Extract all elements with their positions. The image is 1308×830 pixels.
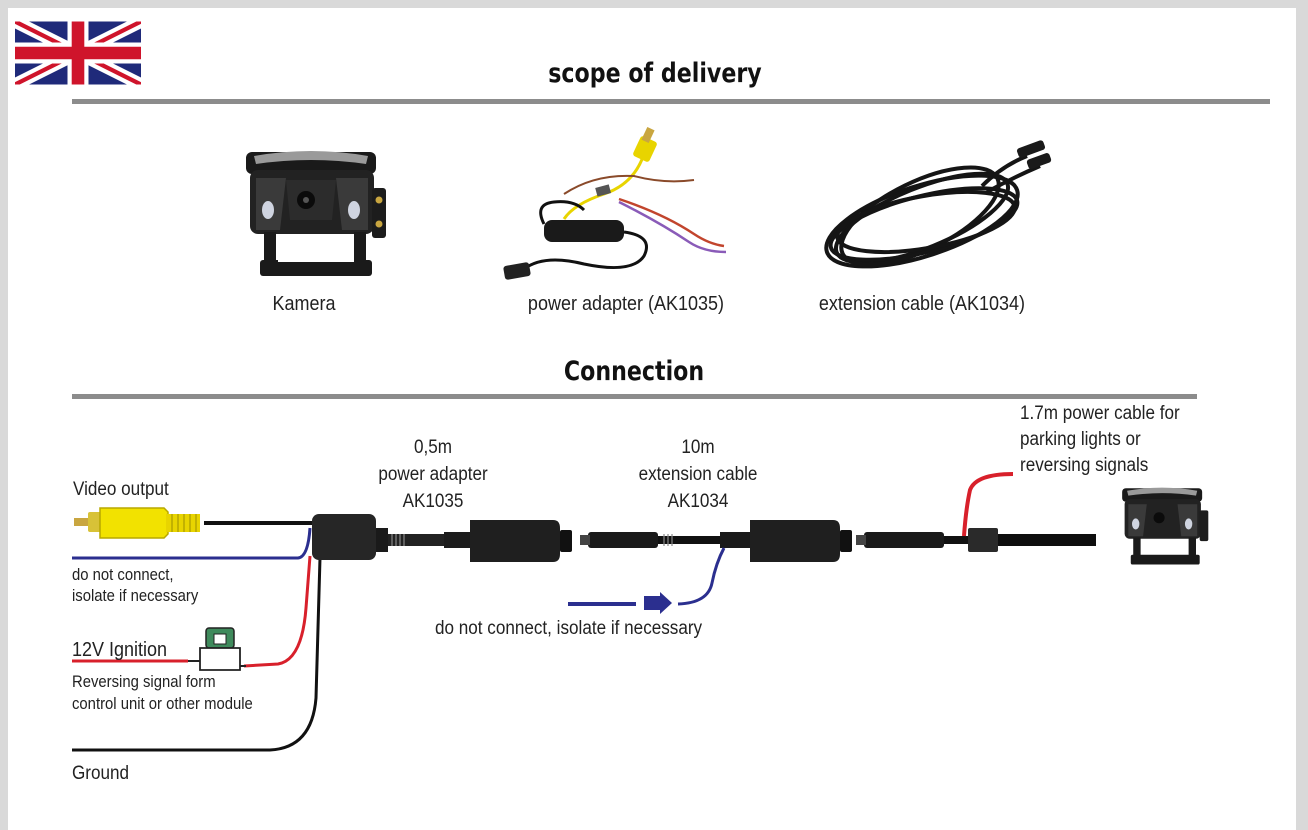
camera-small-icon bbox=[1122, 487, 1209, 565]
uk-flag-icon bbox=[15, 21, 141, 85]
reversing-line1: Reversing signal form bbox=[72, 673, 216, 691]
power-cable-red bbox=[962, 472, 1014, 537]
fuse-icon bbox=[188, 627, 246, 671]
dnc-left-line1: do not connect, bbox=[72, 566, 174, 584]
power-cable-line3: reversing signals bbox=[1020, 455, 1149, 476]
rca-plug-icon bbox=[74, 507, 200, 539]
scope-divider bbox=[72, 99, 1270, 104]
cable-name-label: extension cable bbox=[638, 464, 758, 485]
cable-code-label: AK1034 bbox=[667, 491, 729, 512]
video-output-label: Video output bbox=[73, 479, 169, 500]
ground-wire bbox=[72, 557, 322, 752]
power-cable-line2: parking lights or bbox=[1020, 429, 1141, 450]
blue-wire bbox=[72, 527, 312, 560]
ignition-label: 12V Ignition bbox=[72, 639, 168, 661]
connection-divider bbox=[72, 394, 1197, 399]
cable-length-label: 10m bbox=[681, 437, 715, 458]
scope-title: scope of delivery bbox=[548, 58, 762, 89]
adapter-name-label: power adapter bbox=[378, 464, 488, 485]
adapter-length-label: 0,5m bbox=[413, 437, 453, 458]
wiring-diagram bbox=[72, 472, 1096, 752]
connection-title: Connection bbox=[563, 356, 705, 387]
power-cable-line1: 1.7m power cable for bbox=[1020, 403, 1180, 424]
manual-page: scope of delivery Kamera power ad bbox=[8, 8, 1296, 830]
camera-caption: Kamera bbox=[272, 293, 336, 315]
dnc-center-label: do not connect, isolate if necessary bbox=[435, 618, 703, 639]
ground-label: Ground bbox=[72, 763, 130, 784]
adapter-code-label: AK1035 bbox=[402, 491, 464, 512]
direction-arrow-icon bbox=[644, 592, 672, 614]
extension-cable-caption: extension cable (AK1034) bbox=[818, 293, 1026, 315]
reversing-line2: control unit or other module bbox=[72, 695, 253, 713]
dnc-left-line2: isolate if necessary bbox=[72, 587, 199, 605]
power-adapter-icon bbox=[503, 126, 727, 280]
blue-tail-wire bbox=[677, 547, 726, 606]
extension-cable-icon bbox=[824, 140, 1052, 269]
camera-icon bbox=[246, 151, 386, 276]
adapter-junction-box bbox=[312, 514, 376, 560]
power-adapter-caption: power adapter (AK1035) bbox=[527, 293, 725, 315]
